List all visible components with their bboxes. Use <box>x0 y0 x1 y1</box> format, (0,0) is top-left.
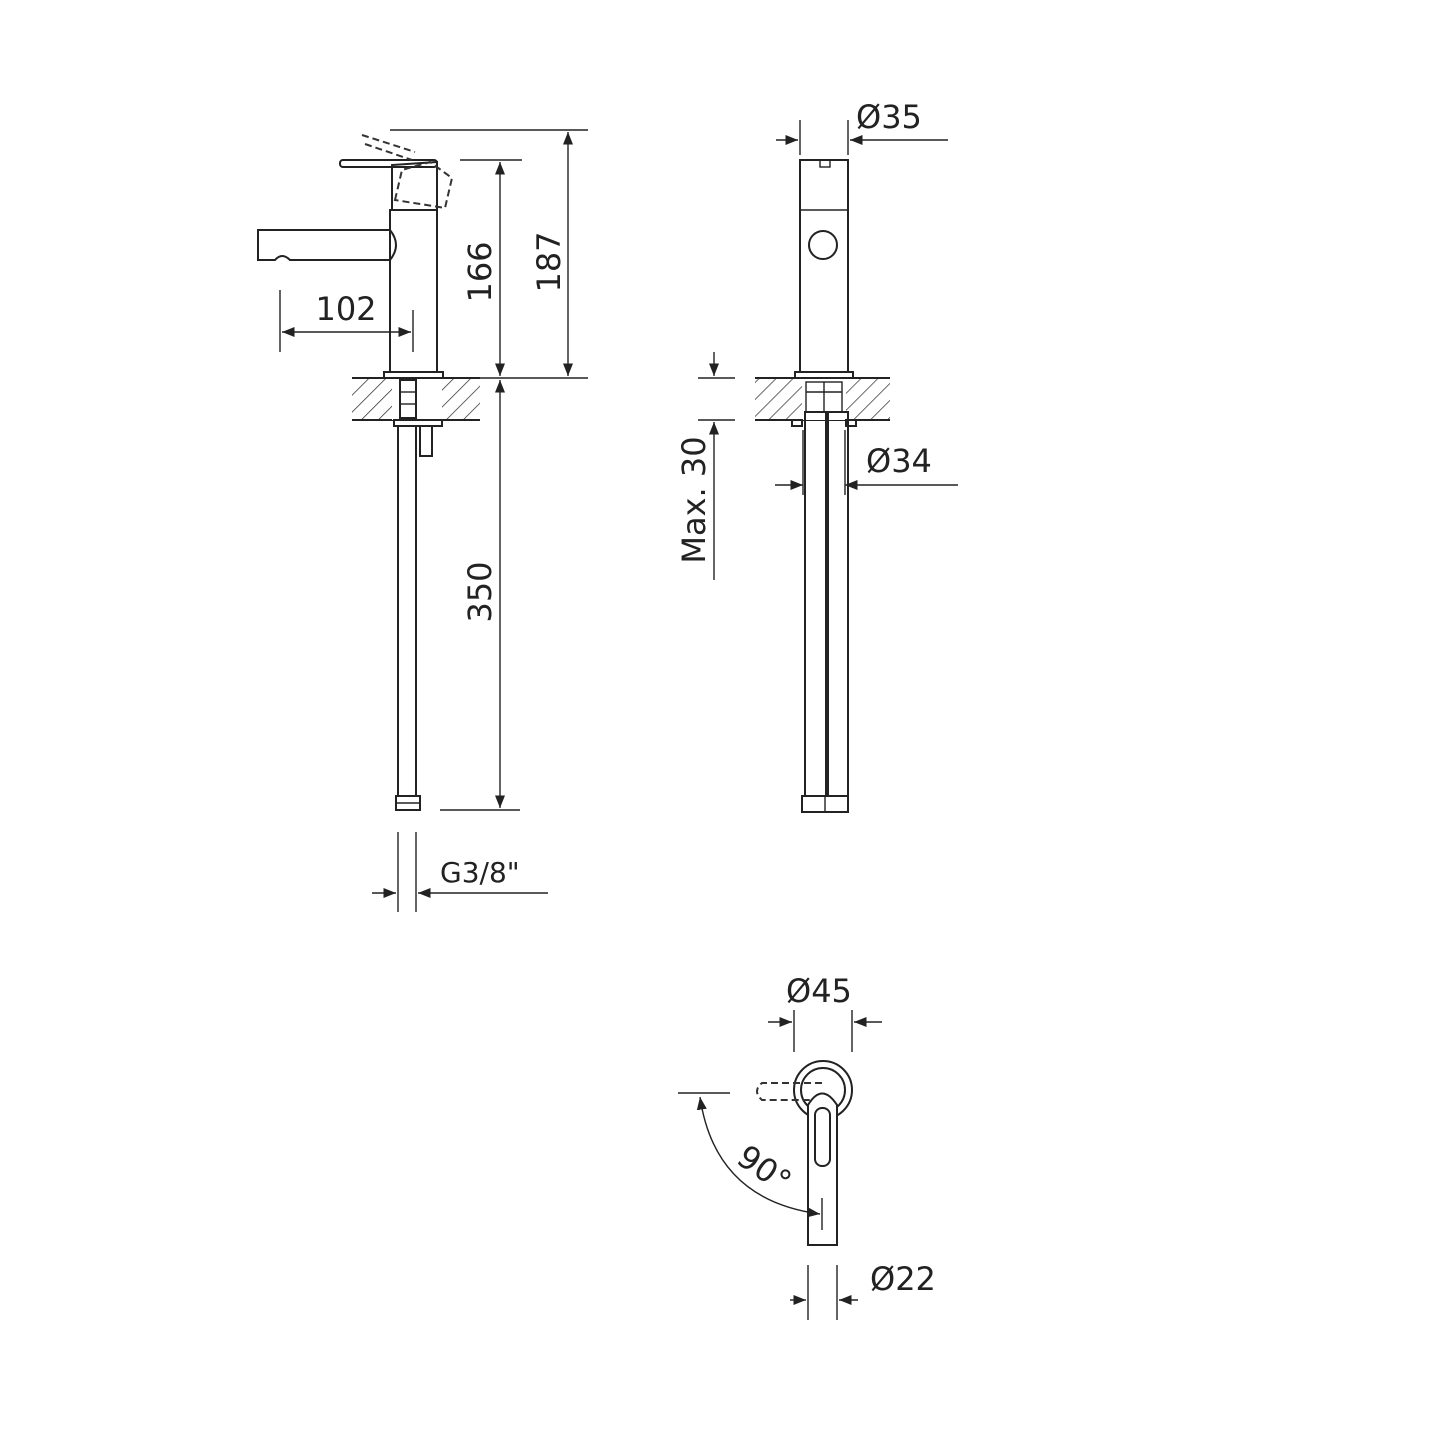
top-view: 90° Ø45 Ø22 <box>678 972 936 1320</box>
front-view: Ø35 Ø34 Max. 30 <box>675 98 958 813</box>
dimension-diameter-35: Ø35 <box>776 98 948 155</box>
mounting-assembly <box>393 379 443 457</box>
faucet-body <box>794 159 854 379</box>
dim-350-label: 350 <box>461 561 499 622</box>
side-view: 187 166 350 102 G3/8" <box>257 129 588 912</box>
dimension-102: 102 <box>279 290 414 352</box>
dimension-angle-90: 90° <box>678 1092 821 1218</box>
dim-diameter-45-label: Ø45 <box>786 972 852 1010</box>
dim-angle-90-label: 90° <box>730 1137 798 1201</box>
dimension-350: 350 <box>440 380 520 811</box>
dim-g38-label: G3/8" <box>440 856 520 889</box>
supply-hoses <box>801 411 849 813</box>
spout <box>257 229 397 261</box>
dimension-diameter-45: Ø45 <box>768 972 882 1052</box>
dimension-g38: G3/8" <box>372 832 548 912</box>
dim-diameter-22-label: Ø22 <box>870 1260 936 1298</box>
dimension-diameter-34: Ø34 <box>775 430 958 495</box>
dim-diameter-35-label: Ø35 <box>856 98 922 136</box>
faucet-body <box>339 134 454 379</box>
supply-hose <box>395 425 421 811</box>
dim-max-30-label: Max. 30 <box>675 436 713 563</box>
dim-102-label: 102 <box>315 290 376 328</box>
dimension-max-30: Max. 30 <box>675 352 735 580</box>
dimension-187: 187 <box>390 129 588 379</box>
dim-diameter-34-label: Ø34 <box>866 442 932 480</box>
dimension-166: 166 <box>460 159 522 376</box>
mounting-assembly <box>791 381 857 427</box>
dimension-diameter-22: Ø22 <box>790 1260 936 1320</box>
dim-166-label: 166 <box>461 241 499 302</box>
dim-187-label: 187 <box>530 231 568 292</box>
counter-section-hatch <box>755 377 890 421</box>
